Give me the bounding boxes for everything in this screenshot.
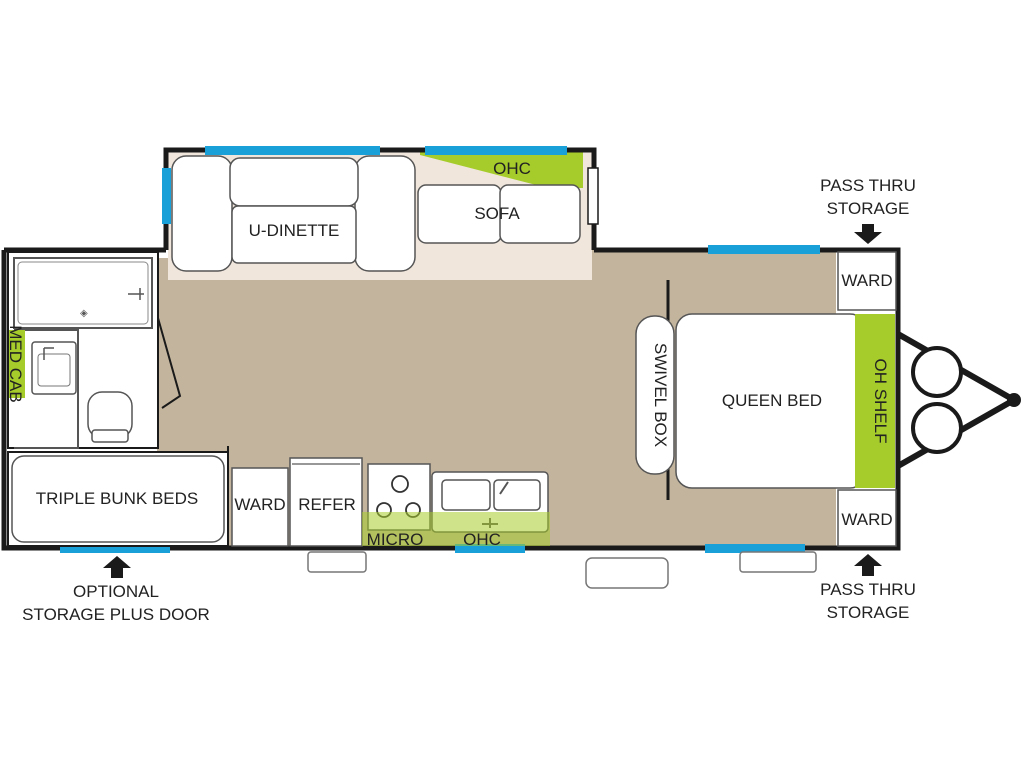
bathroom: ◈ — [7, 251, 182, 449]
optional-storage-label: OPTIONAL STORAGE PLUS DOOR — [22, 582, 210, 624]
shower — [13, 257, 153, 329]
sofa-label: SOFA — [474, 204, 520, 223]
pass-thru-storage-top: PASS THRU STORAGE — [820, 176, 916, 218]
refrigerator — [289, 457, 363, 547]
u-dinette-label: U-DINETTE — [249, 221, 340, 240]
bath-door — [157, 317, 182, 409]
sink — [31, 341, 77, 395]
hitch — [896, 331, 1021, 469]
micro-ohc-highlight — [362, 512, 550, 546]
tire-icon — [911, 402, 963, 454]
ward-bottom — [837, 489, 897, 547]
ohc-top-label: OHC — [493, 159, 531, 178]
toilet — [87, 391, 133, 443]
galley-ward-label: WARD — [234, 495, 285, 514]
ohc-bottom-label: OHC — [463, 530, 501, 549]
u-dinette — [171, 155, 416, 272]
bunk-mattress — [11, 455, 225, 543]
hitch-ball — [1007, 393, 1021, 407]
arrow-icon — [103, 556, 131, 578]
tire-icon — [911, 346, 963, 398]
micro-label: MICRO — [367, 530, 424, 549]
arrow-icon — [854, 224, 882, 244]
windows — [60, 146, 820, 553]
ward-top — [837, 251, 897, 311]
med-cab-highlight — [9, 330, 25, 398]
ohc-top-highlight — [420, 152, 583, 188]
entry-steps — [307, 551, 817, 589]
pass-thru-storage-bottom: PASS THRU STORAGE — [820, 580, 916, 622]
swivel-box-label: SWIVEL BOX — [651, 343, 670, 447]
sofa — [417, 184, 581, 244]
swivel-box — [635, 315, 675, 475]
arrow-icon — [854, 554, 882, 576]
side-window-frame — [587, 167, 599, 225]
bunk-beds-label: TRIPLE BUNK BEDS — [36, 489, 199, 508]
oh-shelf — [855, 314, 895, 488]
shower-drain-icon: ◈ — [80, 308, 88, 319]
galley-ward — [231, 467, 289, 547]
med-cab-label: MED CAB — [6, 325, 25, 402]
queen-bed-label: QUEEN BED — [722, 391, 822, 410]
ward-top-label: WARD — [841, 271, 892, 290]
ward-bottom-label: WARD — [841, 510, 892, 529]
refrigerator-label: REFER — [298, 495, 356, 514]
oh-shelf-label: OH SHELF — [871, 358, 890, 443]
